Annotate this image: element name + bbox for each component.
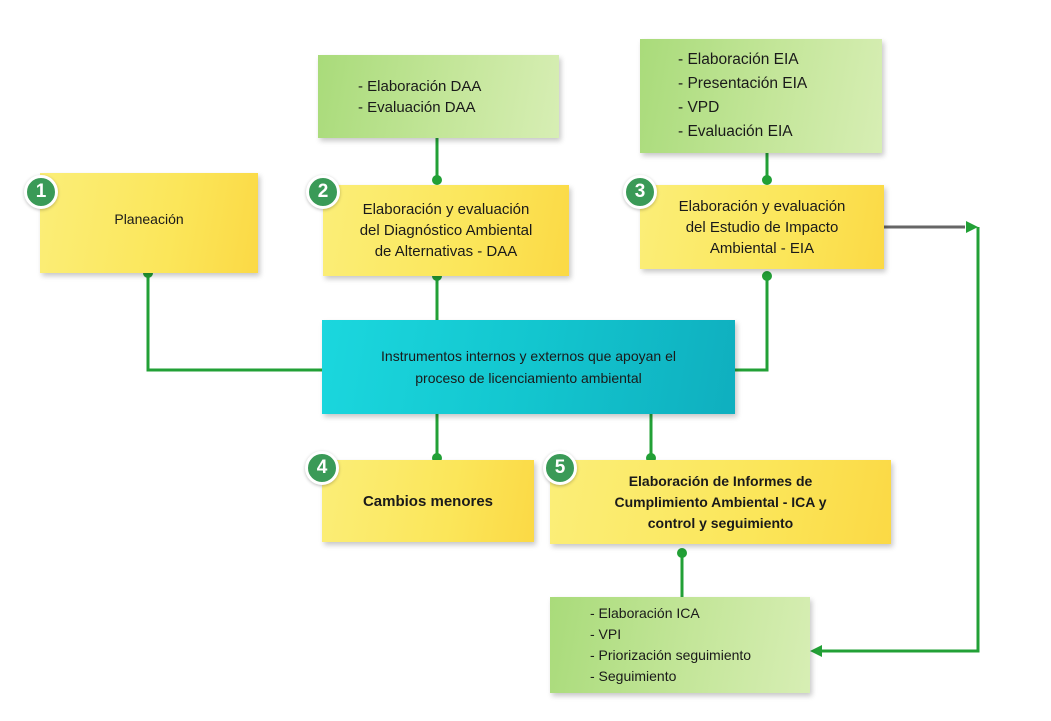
node-cambios-label: Cambios menores <box>362 492 494 510</box>
note-line: - Seguimiento <box>590 668 677 684</box>
node-line: Cumplimiento Ambiental - ICA y <box>614 493 827 510</box>
note-line: - Evaluación DAA <box>358 98 476 116</box>
node-line: Instrumentos internos y externos que apo… <box>381 348 676 364</box>
node-line: Elaboración y evaluación <box>678 197 846 215</box>
node-line: control y seguimiento <box>647 514 794 531</box>
node-line: del Estudio de Impacto <box>685 218 839 236</box>
note-daa: - Elaboración DAA - Evaluación DAA <box>318 55 559 138</box>
node-cambios: Cambios menores <box>322 460 534 542</box>
step-badge-2: 2 <box>306 175 340 209</box>
node-line: Elaboración de Informes de <box>628 472 813 489</box>
node-line: Ambiental - EIA <box>709 239 815 257</box>
connector-planeacion-instrumentos <box>146 273 322 372</box>
connector-dot <box>677 548 687 558</box>
node-line: Elaboración y evaluación <box>362 201 530 218</box>
node-ica: Elaboración de Informes de Cumplimiento … <box>550 460 891 544</box>
node-planeacion: Planeación <box>40 173 258 273</box>
node-line: del Diagnóstico Ambiental <box>359 222 533 239</box>
connector-dot <box>762 271 772 281</box>
step-badge-4: 4 <box>305 451 339 485</box>
step-badge-3: 3 <box>623 175 657 209</box>
note-line: - Priorización seguimiento <box>590 647 752 663</box>
note-line: - VPD <box>678 99 720 116</box>
connector-loop-right <box>814 227 980 653</box>
note-line: - Elaboración DAA <box>358 77 482 95</box>
connector-eia-instrumentos <box>735 276 769 372</box>
arrow-head-right <box>966 221 978 233</box>
node-instrumentos: Instrumentos internos y externos que apo… <box>322 320 735 414</box>
note-line: - Elaboración ICA <box>590 605 700 621</box>
note-eia: - Elaboración EIA - Presentación EIA - V… <box>640 39 882 153</box>
node-daa: Elaboración y evaluación del Diagnóstico… <box>323 185 569 276</box>
note-line: - Evaluación EIA <box>678 123 793 140</box>
connector-dot <box>432 175 442 185</box>
node-planeacion-label: Planeación <box>114 211 184 227</box>
note-ica: - Elaboración ICA - VPI - Priorización s… <box>550 597 810 693</box>
note-line: - VPI <box>590 626 622 642</box>
node-line: proceso de licenciamiento ambiental <box>415 370 642 386</box>
connector-dot <box>762 175 772 185</box>
step-badge-5: 5 <box>543 451 577 485</box>
arrow-head-left <box>810 645 822 657</box>
step-badge-1: 1 <box>24 175 58 209</box>
node-eia: Elaboración y evaluación del Estudio de … <box>640 185 884 269</box>
note-line: - Presentación EIA <box>678 75 808 92</box>
note-line: - Elaboración EIA <box>678 51 799 68</box>
node-line: de Alternativas - DAA <box>374 243 518 260</box>
